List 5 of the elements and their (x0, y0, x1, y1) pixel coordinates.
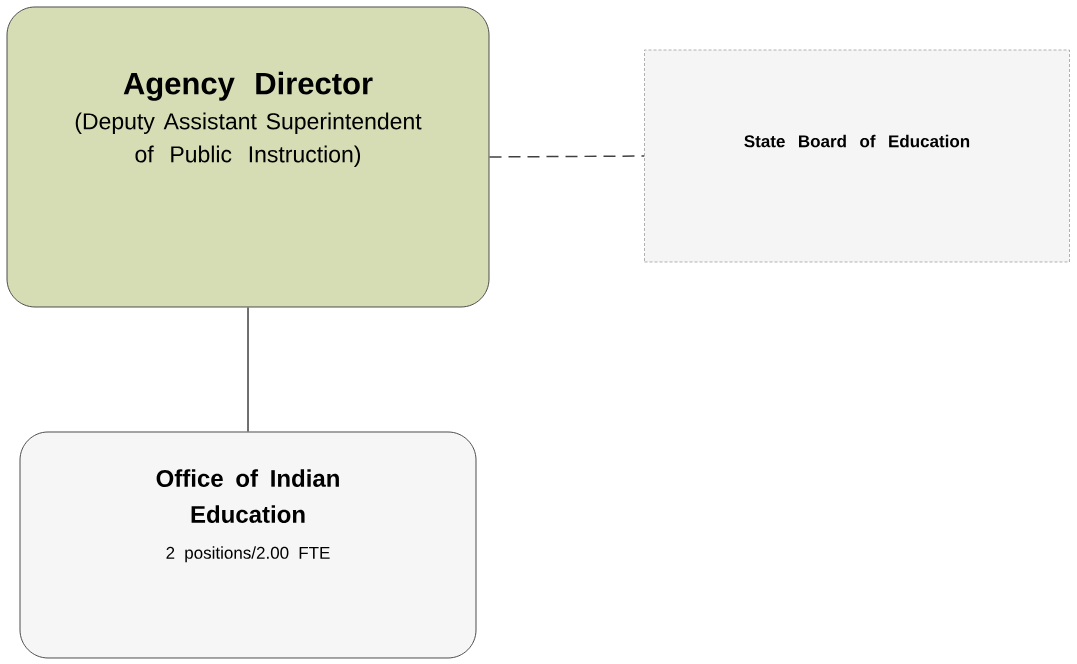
dashed-connector (488, 155, 645, 158)
connector-line (247, 306, 249, 433)
director-box: Agency Director (Deputy Assistant Superintendent of Public Instruction) (6, 6, 490, 308)
office-box: Office of Indian Education 2 positions/2.00 FTE (19, 431, 477, 659)
board-box: State Board of Education (644, 49, 1070, 263)
